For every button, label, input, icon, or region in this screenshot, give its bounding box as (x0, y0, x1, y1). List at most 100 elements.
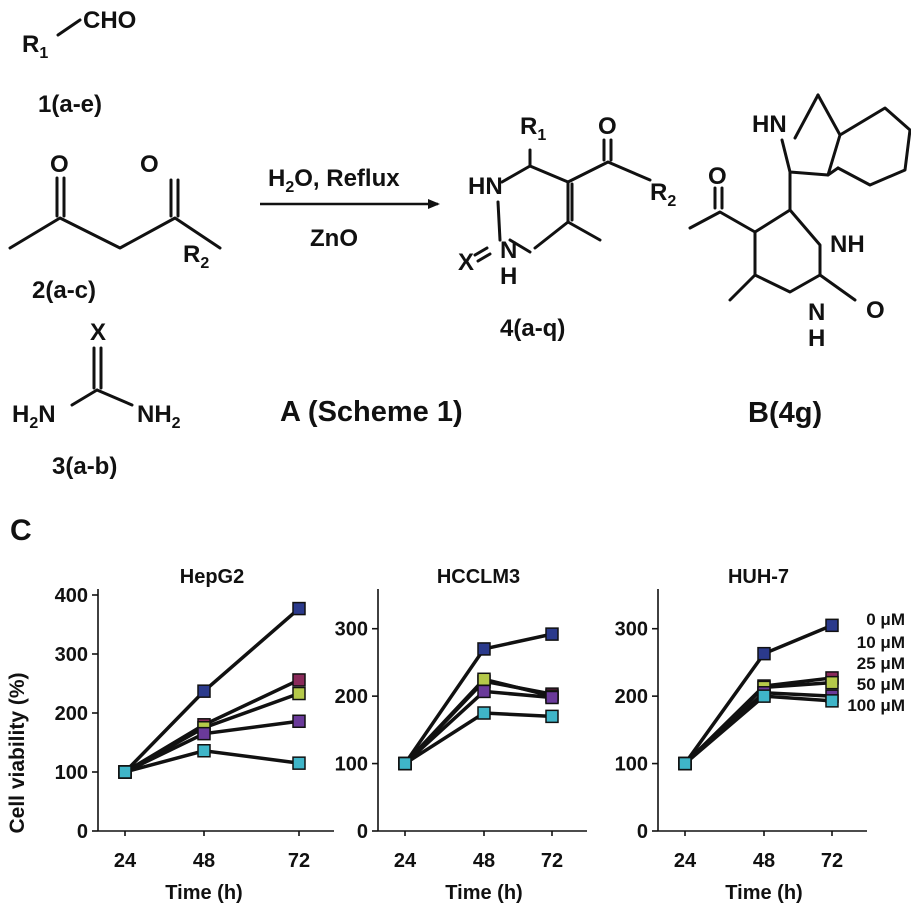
data-point (292, 673, 306, 687)
series-4 (118, 744, 306, 779)
reactant3-left-amine: H2N (12, 401, 56, 432)
scheme-label: A (Scheme 1) (280, 396, 463, 428)
series-4 (678, 689, 839, 771)
y-tick-label: 100 (615, 754, 648, 776)
data-point (545, 627, 559, 641)
product-hn: HN (468, 173, 503, 200)
series-line (123, 607, 301, 774)
compound-b-nh: NH (830, 231, 865, 258)
y-tick-label: 300 (615, 619, 648, 641)
y-tick-label: 100 (55, 762, 88, 784)
series-line (683, 690, 833, 765)
series-line (124, 748, 300, 774)
y-tick-label: 200 (335, 686, 368, 708)
reactant2-oxygen-left: O (50, 151, 69, 178)
compound-b-hn: HN (752, 111, 787, 138)
data-point (477, 642, 491, 656)
series-line (683, 694, 833, 765)
x-axis-label: Time (h) (165, 882, 242, 904)
x-axis-label: Time (h) (725, 882, 802, 904)
y-tick-label: 0 (77, 821, 88, 843)
data-point (757, 689, 771, 703)
data-point (197, 744, 211, 758)
reactant1-cho: CHO (83, 7, 136, 34)
product-n: N (500, 237, 517, 264)
x-axis-label: Time (h) (445, 882, 522, 904)
product-r1: R1 (520, 113, 546, 144)
compound-b-n: N (808, 299, 825, 326)
reactant2-label: 2(a-c) (32, 277, 96, 304)
series-3 (398, 684, 559, 771)
x-tick-label: 48 (753, 850, 775, 872)
data-point (197, 726, 211, 741)
legend-entry: 25 μM (857, 654, 905, 673)
y-tick-label: 300 (335, 619, 368, 641)
x-tick-label: 72 (288, 850, 310, 872)
y-axis-label: Cell viability (%) (6, 672, 29, 833)
y-tick-label: 400 (55, 585, 88, 607)
y-tick-label: 0 (637, 821, 648, 843)
x-tick-label: 24 (114, 850, 137, 872)
data-point (825, 618, 839, 633)
reactant3-x: X (90, 319, 106, 346)
reactant2-oxygen-right: O (140, 151, 159, 178)
compound-b-oxygen-left: O (708, 163, 727, 190)
reaction-scheme: R1 CHO 1(a-e) O O R2 2(a-c) X H2N NH2 3(… (8, 7, 911, 480)
data-point (825, 694, 839, 708)
reactant1-label: 1(a-e) (38, 91, 102, 118)
y-tick-label: 200 (55, 703, 88, 725)
product-x: X (458, 249, 474, 276)
legend-entry: 50 μM (857, 675, 905, 694)
compound-b-h: H (808, 325, 825, 352)
product-r2: R2 (650, 179, 676, 210)
product-h: H (500, 263, 517, 290)
reactant1-r-group: R1 (22, 31, 48, 62)
arrow-catalyst: ZnO (310, 225, 358, 252)
series-4 (398, 706, 559, 771)
compound-b-oxygen-right: O (866, 297, 885, 324)
x-tick-label: 48 (193, 850, 215, 872)
data-point (757, 646, 771, 661)
data-point (477, 672, 491, 687)
compound-b-indole: HN O NH O N H B(4g) (688, 93, 911, 429)
chart-title: HepG2 (180, 566, 244, 588)
data-point (678, 756, 692, 771)
data-point (477, 684, 491, 699)
reactant3-label: 3(a-b) (52, 453, 117, 480)
legend-entry: 10 μM (857, 633, 905, 652)
y-tick-label: 200 (615, 686, 648, 708)
reactant-dicarbonyl: O O R2 2(a-c) (8, 151, 222, 304)
reactant-urea: X H2N NH2 3(a-b) (12, 319, 181, 480)
chart-title: HCCLM3 (437, 566, 520, 588)
data-point (292, 714, 306, 729)
y-tick-label: 0 (357, 821, 368, 843)
reactant3-right-amine: NH2 (137, 401, 181, 432)
product-oxygen: O (598, 113, 617, 140)
compound-b-label: B(4g) (748, 397, 822, 429)
data-point (825, 675, 839, 690)
y-tick-label: 100 (335, 754, 368, 776)
y-tick-label: 300 (55, 644, 88, 666)
x-tick-label: 48 (473, 850, 495, 872)
data-point (398, 756, 412, 771)
data-point (292, 686, 306, 701)
data-point (477, 706, 491, 720)
data-point (545, 690, 559, 705)
data-point (197, 684, 211, 698)
product-dihydropyrimidinone: R1 O R2 HN X N H 4(a-q) (458, 113, 676, 342)
data-point (545, 709, 559, 724)
reactant-aldehyde: R1 CHO 1(a-e) (22, 7, 136, 118)
data-point (292, 601, 306, 616)
arrow-conditions-top: H2O, Reflux (268, 165, 400, 196)
panel-c-label: C (10, 514, 32, 547)
chart-title: HUH-7 (728, 566, 789, 588)
x-tick-label: 72 (541, 850, 563, 872)
reactant2-r-group: R2 (183, 241, 209, 272)
reaction-arrow: H2O, Reflux ZnO (260, 165, 440, 252)
